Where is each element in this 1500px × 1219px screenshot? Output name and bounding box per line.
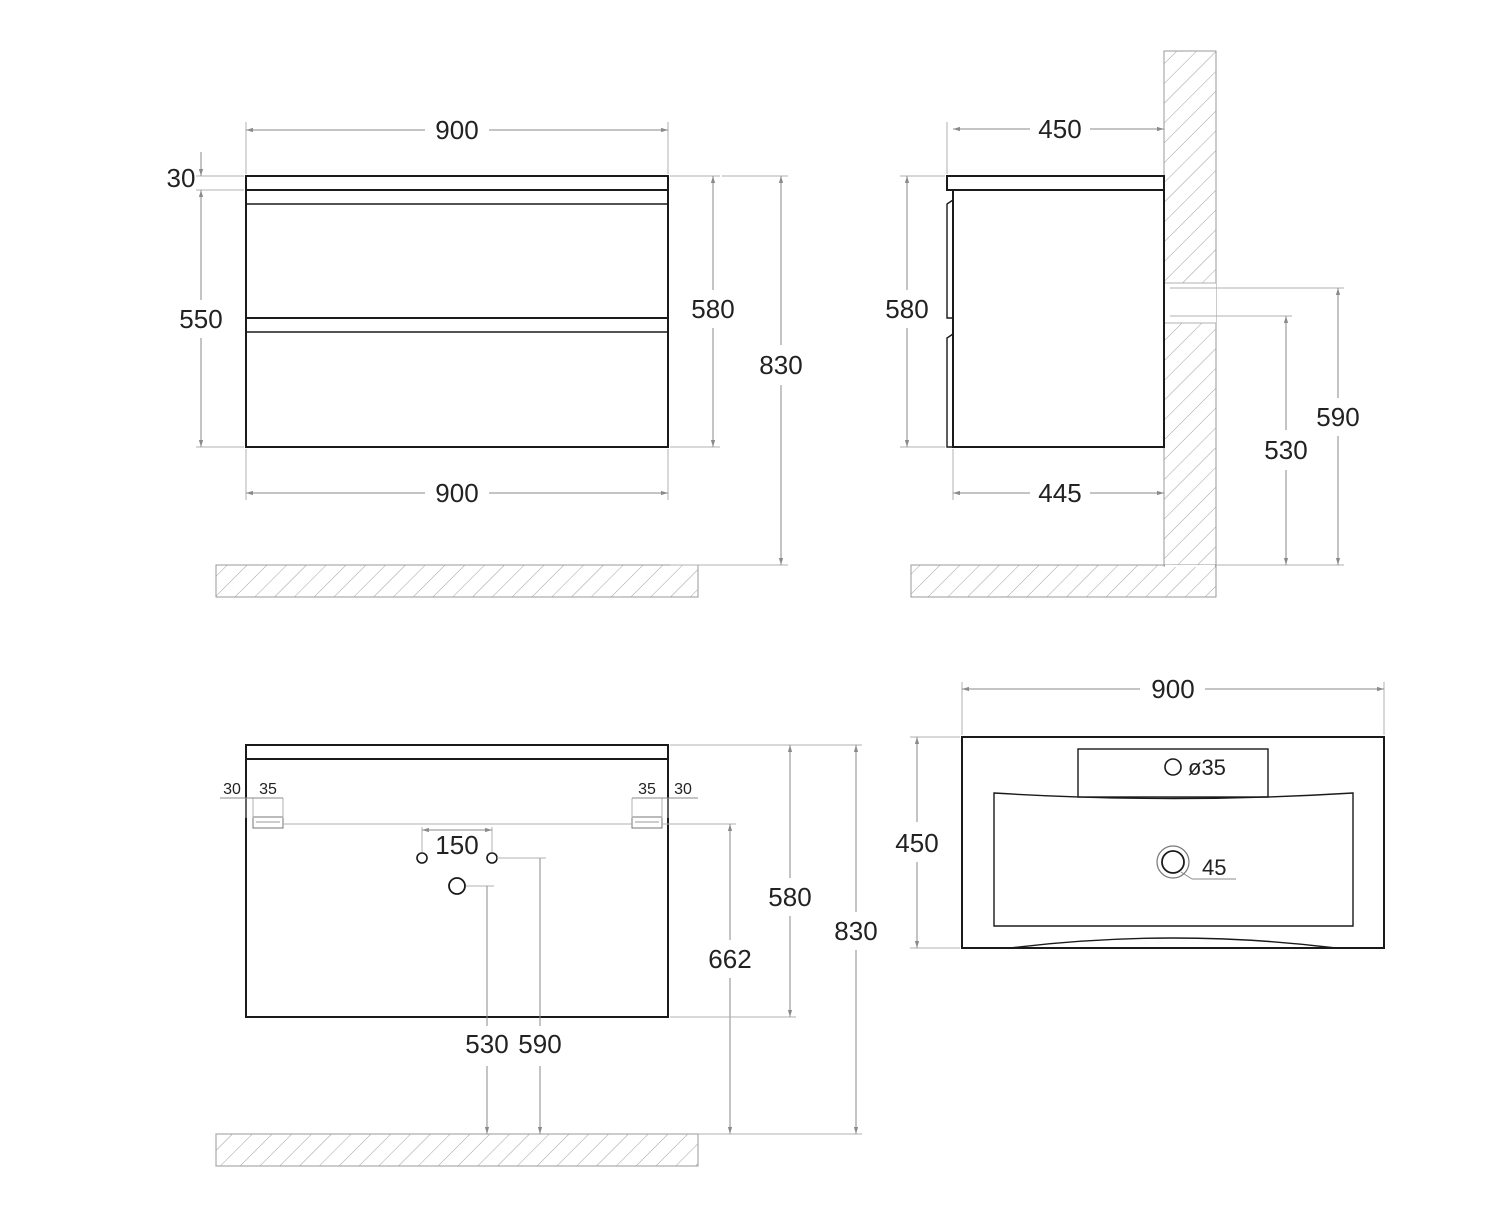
rear-drain-height-label: 530 [465,1029,508,1059]
front-countertop [245,175,669,191]
rear-total-height-label: 830 [834,916,877,946]
side-view: 450 445 580 530 590 [885,50,1360,598]
front-view: 900 900 30 550 580 830 [167,115,803,598]
side-body-height-label: 580 [885,294,928,324]
side-mount-high-label: 590 [1316,402,1359,432]
basin-bowl [993,792,1354,927]
top-depth-label: 450 [895,828,938,858]
front-bottom-width-label: 900 [435,478,478,508]
drain-hole [448,877,466,895]
front-total-height-label: 830 [759,350,802,380]
front-top-width-label: 900 [435,115,478,145]
rear-bracket-height-label: 662 [708,944,751,974]
tap-hole-label: ø35 [1188,755,1226,780]
side-mount-low-label: 530 [1264,435,1307,465]
front-cabinet-height-label: 550 [179,304,222,334]
rear-supply-height-label: 590 [518,1029,561,1059]
rear-left-offset-label: 30 [223,781,241,798]
top-width-label: 900 [1151,674,1194,704]
drain-hole-label: 45 [1202,855,1226,880]
rear-cabinet-body [245,758,669,1018]
supply-hole-right [486,852,498,864]
front-upper-drawer [245,189,669,319]
side-body-depth-label: 445 [1038,478,1081,508]
top-view: ø35 45 900 450 [895,674,1385,949]
rear-view: 30 35 35 30 150 530 590 662 [215,744,878,1167]
floor-hatch [215,564,699,598]
side-cabinet-body [952,189,1165,448]
side-floor-hatch [910,564,1217,598]
drain-hole-top [1161,850,1185,874]
tap-hole [1164,758,1182,776]
front-body-height-label: 580 [691,294,734,324]
rear-body-height-label: 580 [768,882,811,912]
side-top-depth-label: 450 [1038,114,1081,144]
rear-right-bracket-label: 35 [638,781,656,798]
rear-hole-spacing-label: 150 [435,830,478,860]
rear-countertop [245,744,669,760]
rear-right-offset-label: 30 [674,781,692,798]
rear-floor-hatch [215,1133,699,1167]
front-lower-drawer [245,317,669,448]
side-countertop [946,175,1165,191]
front-top-thickness-label: 30 [167,163,196,193]
rear-left-bracket-label: 35 [259,781,277,798]
tap-deck [1077,748,1269,798]
supply-hole-left [416,852,428,864]
